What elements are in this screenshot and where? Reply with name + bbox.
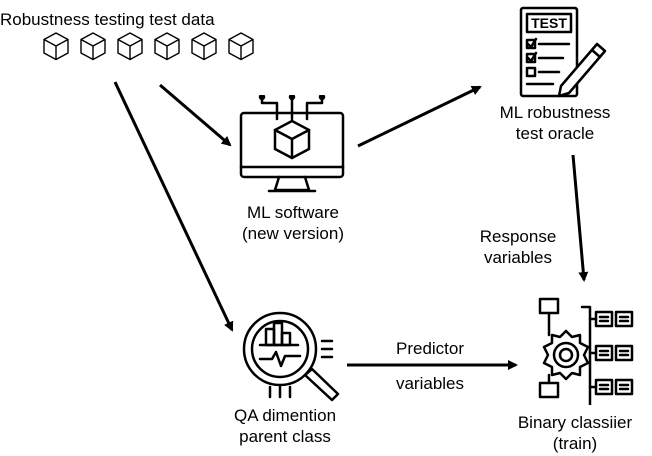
ml-software-line2: (new version): [241, 224, 345, 243]
response-variables-label: Response variables: [463, 226, 573, 268]
ml-software-line1: ML software: [247, 203, 339, 222]
test-sheet-icon: TEST: [519, 6, 607, 98]
arrow-data-to-qa: [113, 81, 234, 332]
cube-icon: [80, 32, 106, 61]
oracle-label: ML robustness test oracle: [480, 102, 630, 144]
ml-software-label: ML software (new version): [228, 202, 358, 244]
oracle-line2: test oracle: [515, 124, 595, 143]
qa-line2: parent class: [239, 427, 331, 446]
arrow-oracle-to-classifier: [571, 154, 589, 282]
cube-icon: [191, 32, 217, 61]
cube-icons: [43, 32, 254, 61]
qa-line1: QA dimention: [233, 406, 337, 425]
cube-icon: [154, 32, 180, 61]
cube-icon: [43, 32, 69, 61]
oracle-line1: ML robustness: [499, 103, 611, 122]
magnifier-chart-icon: [242, 311, 340, 402]
classifier-line2: (train): [552, 434, 598, 453]
predictor-line2: variables: [395, 374, 465, 393]
cube-icon: [117, 32, 143, 61]
cube-icon: [228, 32, 254, 61]
test-data-label: Robustness testing test data: [0, 10, 215, 29]
classifier-gear-icon: [538, 297, 634, 405]
response-line2: variables: [483, 248, 553, 267]
predictor-line1: Predictor: [395, 339, 465, 358]
classifier-line1: Binary classiier: [517, 413, 633, 432]
qa-label: QA dimention parent class: [215, 405, 355, 447]
arrow-data-to-software: [159, 83, 232, 147]
response-line1: Response: [479, 227, 557, 246]
test-sheet-title: TEST: [531, 15, 567, 31]
classifier-label: Binary classiier (train): [505, 412, 645, 454]
monitor-icon: [239, 95, 345, 193]
arrow-software-to-oracle: [357, 85, 482, 148]
